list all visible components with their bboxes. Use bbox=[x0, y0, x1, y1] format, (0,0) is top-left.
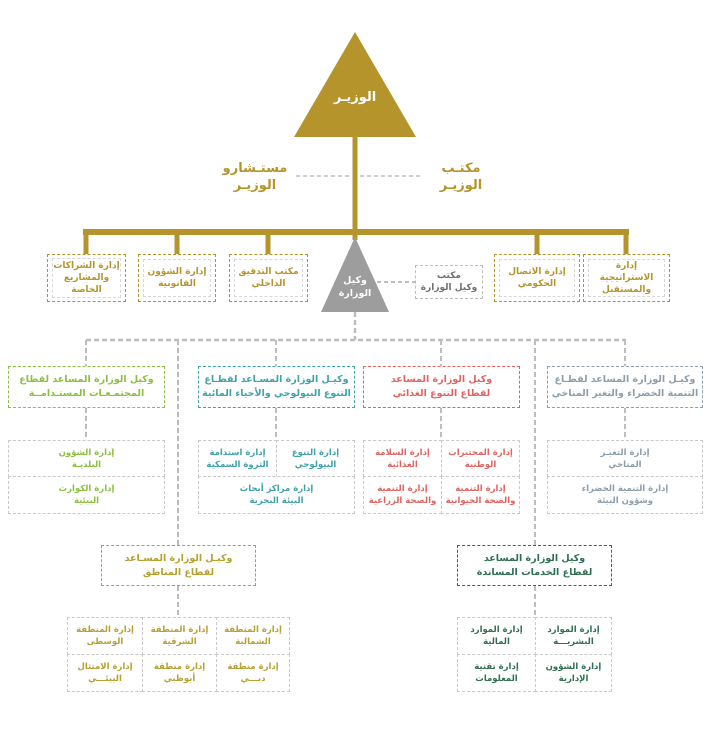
undersecretary-office-box: مكتب وكيل الوزارة bbox=[415, 265, 483, 299]
support-department-cell: إدارة تقنية المعلومات bbox=[457, 654, 536, 692]
connector-line bbox=[83, 232, 89, 255]
food-department-cell: إدارة التنمية والصحة الزراعية bbox=[363, 476, 442, 514]
climate-department-cell: إدارة التغيـر المناخي bbox=[547, 440, 703, 477]
support-department-cell: إدارة الموارد البشريـــة bbox=[535, 617, 612, 655]
undersecretary-title: وكيل الوزارة bbox=[338, 275, 372, 299]
minister-triangle bbox=[294, 32, 416, 137]
partnerships-department-label: إدارة الشراكات والمشاريع الخاصة bbox=[52, 258, 121, 298]
connector-line bbox=[534, 232, 540, 255]
biodiversity-sector-box: وكيـل الوزارة المسـاعد لقطـاع التنوع الب… bbox=[198, 366, 355, 408]
connector-line bbox=[623, 232, 629, 255]
food-sector-box: وكيل الوزارة المساعد لقطاع التنوع الغذائ… bbox=[363, 366, 520, 408]
regions-department-cell: إدارة المنطقة الوسطى bbox=[67, 617, 143, 655]
biodiversity-department-cell: إدارة استدامة الثروة السمكية bbox=[198, 440, 277, 477]
food-department-cell: إدارة السلامة الغذائية bbox=[363, 440, 442, 477]
legal-affairs-department-box: إدارة الشؤون القانونية bbox=[138, 254, 216, 302]
regions-department-cell: إدارة المنطقة الشرقية bbox=[142, 617, 217, 655]
regions-department-cell: إدارة منطقة أبوظبي bbox=[142, 654, 217, 692]
connector-line bbox=[174, 232, 180, 255]
partnerships-department-box: إدارة الشراكات والمشاريع الخاصة bbox=[47, 254, 126, 302]
regions-department-cell: إدارة منطقة دبـــي bbox=[216, 654, 290, 692]
regions-department-cell: إدارة المنطقة الشمالية bbox=[216, 617, 290, 655]
support-department-cell: إدارة الشؤون الإدارية bbox=[535, 654, 612, 692]
minister-advisors-label: مستـشارو الوزيـر bbox=[222, 161, 288, 193]
climate-sector-box: وكيـل الوزارة المساعد لقطـاع التنمية الخ… bbox=[547, 366, 703, 408]
communication-department-label: إدارة الاتصال الحكومي bbox=[499, 259, 575, 297]
communities-sector-box: وكيل الوزارة المساعد لقطاع المجتمـعـات ا… bbox=[8, 366, 165, 408]
biodiversity-department-cell: إدارة التنوع البيولوجي bbox=[276, 440, 355, 477]
main-trunk-line bbox=[352, 135, 358, 240]
climate-department-cell: إدارة التنمية الخضراء وشؤون البيئة bbox=[547, 476, 703, 514]
undersecretary-triangle bbox=[321, 237, 389, 312]
strategy-department-box: إدارة الاستراتيجية والمستقبل bbox=[583, 254, 670, 302]
minister-horizontal-bar bbox=[83, 229, 629, 235]
support-department-cell: إدارة الموارد المالية bbox=[457, 617, 536, 655]
support-sector-box: وكيل الوزارة المساعد لقطاع الخدمات المسا… bbox=[457, 545, 612, 586]
biodiversity-department-cell: إدارة مراكز أبحاث البيئة البحرية bbox=[198, 476, 355, 514]
legal-affairs-department-label: إدارة الشؤون القانونية bbox=[143, 259, 211, 297]
internal-audit-office-box: مكتب التدقيق الداخلي bbox=[229, 254, 308, 302]
communities-department-cell: إدارة الشؤون البلديـة bbox=[8, 440, 165, 477]
communication-department-box: إدارة الاتصال الحكومي bbox=[494, 254, 580, 302]
communities-department-cell: إدارة الكوارث البيئية bbox=[8, 476, 165, 514]
food-department-cell: إدارة المختبرات الوطنية bbox=[441, 440, 520, 477]
minister-office-label: مكتـب الوزيـر bbox=[439, 161, 483, 193]
minister-title: الوزيـر bbox=[333, 90, 377, 105]
food-department-cell: إدارة التنمية والصحة الحيوانية bbox=[441, 476, 520, 514]
connector-line bbox=[265, 232, 271, 255]
strategy-department-label: إدارة الاستراتيجية والمستقبل bbox=[588, 259, 665, 297]
regions-sector-box: وكيـل الوزارة المسـاعد لقطاع المناطق bbox=[101, 545, 256, 586]
regions-department-cell: إدارة الامتثال البيئـــي bbox=[67, 654, 143, 692]
internal-audit-office-label: مكتب التدقيق الداخلي bbox=[234, 259, 303, 297]
